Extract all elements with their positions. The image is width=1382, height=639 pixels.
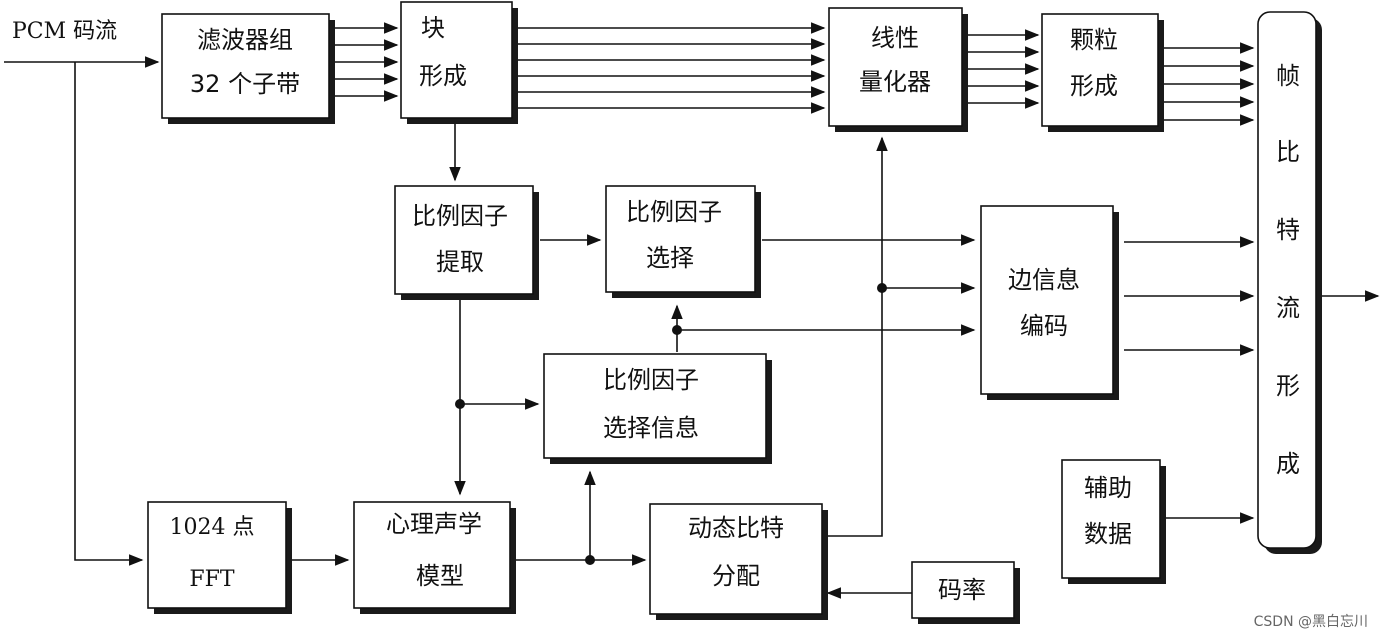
frame-label-2: 比	[1276, 138, 1300, 166]
side-info-label-2: 编码	[1020, 312, 1068, 340]
select-info-label-1: 比例因子	[603, 366, 699, 394]
filter-bank-label-1: 滤波器组	[197, 26, 293, 54]
filter-bank-label-2: 32 个子带	[190, 70, 300, 98]
block-block-forming: 块 形成	[400, 1, 518, 124]
bit-rate-label: 码率	[938, 576, 986, 604]
block-granule-forming: 颗粒 形成	[1041, 13, 1164, 132]
block-scale-extract: 比例因子 提取	[394, 185, 539, 300]
fft-label-2: FFT	[189, 567, 235, 592]
block-filter-bank: 滤波器组 32 个子带	[161, 13, 335, 124]
block-scale-select-info: 比例因子 选择信息	[543, 353, 772, 464]
block-frame-bitstream: 帧 比 特 流 形 成	[1257, 11, 1322, 554]
scale-select-label-2: 选择	[646, 244, 694, 272]
junction-dot	[877, 283, 887, 293]
connections	[4, 22, 1380, 599]
block-dynamic-bit-alloc: 动态比特 分配	[649, 503, 828, 620]
frame-label-4: 流	[1276, 294, 1300, 322]
junction-dot	[585, 555, 595, 565]
pcm-input-label: PCM 码流	[12, 19, 117, 44]
scale-extract-label-2: 提取	[436, 248, 484, 276]
block-scale-select: 比例因子 选择	[605, 185, 761, 298]
bit-alloc-label-1: 动态比特	[688, 514, 784, 542]
quantizer-label-2: 量化器	[859, 68, 931, 96]
block-forming-label-1: 块	[421, 14, 445, 42]
side-info-label-1: 边信息	[1008, 266, 1080, 294]
frame-label-3: 特	[1276, 216, 1300, 244]
junction-dot	[455, 399, 465, 409]
bit-alloc-label-2: 分配	[712, 562, 760, 590]
select-info-label-2: 选择信息	[603, 414, 699, 442]
block-forming-label-2: 形成	[419, 62, 467, 90]
block-fft: 1024 点 FFT	[147, 501, 292, 614]
aux-data-label-1: 辅助	[1084, 474, 1132, 502]
frame-label-5: 形	[1276, 372, 1300, 400]
block-linear-quantizer: 线性 量化器	[828, 7, 968, 132]
watermark: CSDN @黑白忘川	[1254, 614, 1368, 630]
block-bit-rate: 码率	[911, 561, 1020, 624]
frame-label-1: 帧	[1276, 62, 1300, 90]
junction-dots	[455, 283, 887, 565]
block-side-info-coding: 边信息 编码	[980, 205, 1119, 400]
scale-extract-label-1: 比例因子	[412, 202, 508, 230]
psycho-label-2: 模型	[416, 562, 464, 590]
quantizer-label-1: 线性	[871, 24, 919, 52]
scale-select-label-1: 比例因子	[626, 198, 722, 226]
granule-label-2: 形成	[1070, 72, 1118, 100]
junction-dot	[672, 325, 682, 335]
fft-label-1: 1024 点	[170, 515, 255, 540]
granule-label-1: 颗粒	[1070, 26, 1118, 54]
psycho-label-1: 心理声学	[386, 510, 482, 538]
arrow-pcm-to-fft	[74, 62, 144, 566]
arrow-alloc-to-quantizer	[826, 136, 888, 537]
block-aux-data: 辅助 数据	[1061, 459, 1166, 584]
block-psycho-model: 心理声学 模型	[353, 501, 516, 614]
aux-data-label-2: 数据	[1084, 520, 1132, 548]
frame-label-6: 成	[1276, 450, 1300, 478]
